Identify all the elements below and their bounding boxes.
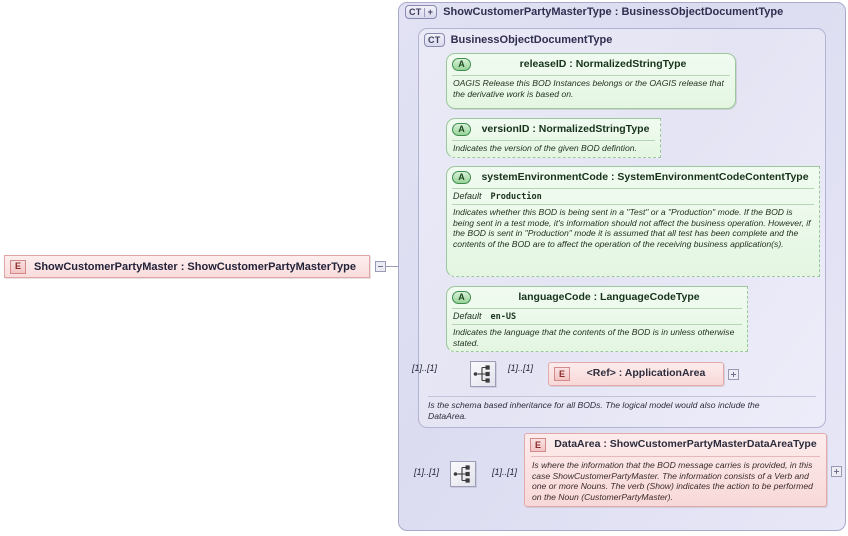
cardinality-right-applicationarea: [1]..[1] — [508, 363, 534, 373]
cardinality-right-dataarea: [1]..[1] — [492, 467, 518, 477]
sequence-glyph — [453, 465, 470, 483]
default-label: Default — [453, 311, 482, 321]
complextype-icon-label: CT — [409, 6, 422, 17]
toggle-wrap — [724, 362, 739, 386]
toggle-wrap — [827, 433, 842, 507]
attribute-documentation: Indicates whether this BOD is being sent… — [453, 207, 811, 249]
attribute-icon: A — [452, 171, 471, 184]
complextype-icon: CT — [424, 33, 445, 47]
element-box-dataarea[interactable]: E DataArea : ShowCustomerPartyMasterData… — [524, 433, 842, 508]
divider — [531, 456, 820, 457]
attribute-header: A languageCode : LanguageCodeType — [447, 287, 747, 308]
attribute-documentation: OAGIS Release this BOD Instances belongs… — [453, 78, 724, 99]
default-label: Default — [453, 191, 482, 201]
expand-toggle[interactable] — [831, 466, 842, 477]
attribute-name: systemEnvironmentCode : SystemEnvironmen… — [481, 171, 809, 183]
divider — [452, 140, 655, 141]
element-icon: E — [10, 259, 26, 274]
sequence-icon[interactable] — [470, 361, 496, 387]
element-name: <Ref> : ApplicationArea — [586, 367, 706, 379]
element-icon: E — [554, 367, 570, 381]
inner-complextype-title: CT BusinessObjectDocumentType — [424, 33, 612, 47]
attribute-icon: A — [452, 123, 471, 136]
attribute-default-row: Default Production — [447, 189, 819, 204]
attribute-name: releaseID : NormalizedStringType — [519, 58, 687, 70]
divider — [452, 324, 742, 325]
element-body: E DataArea : ShowCustomerPartyMasterData… — [524, 433, 827, 508]
attribute-icon: A — [452, 291, 471, 304]
collapse-toggle[interactable] — [375, 261, 386, 272]
attribute-default-row: Default en-US — [447, 309, 747, 324]
divider — [452, 204, 814, 205]
element-name: DataArea : ShowCustomerPartyMasterDataAr… — [554, 438, 817, 450]
attribute-header: A systemEnvironmentCode : SystemEnvironm… — [447, 167, 819, 188]
expand-toggle[interactable] — [728, 368, 739, 380]
cardinality-left-applicationarea: [1]..[1] — [412, 363, 438, 373]
element-box-applicationarea[interactable]: E <Ref> : ApplicationArea — [548, 362, 739, 386]
attribute-box-releaseid[interactable]: A releaseID : NormalizedStringType OAGIS… — [446, 53, 736, 109]
attribute-header: A releaseID : NormalizedStringType — [447, 54, 735, 75]
sequence-icon[interactable] — [450, 461, 476, 487]
attribute-name: languageCode : LanguageCodeType — [518, 291, 700, 303]
inner-complextype-documentation: Is the schema based inheritance for all … — [428, 400, 760, 421]
complextype-icon-label: CT — [428, 34, 441, 45]
element-icon: E — [530, 438, 546, 452]
attribute-header: A versionID : NormalizedStringType — [447, 119, 660, 140]
divider — [452, 188, 814, 189]
default-value: en-US — [490, 312, 517, 322]
cardinality-left-dataarea: [1]..[1] — [414, 467, 440, 477]
attribute-box-languagecode[interactable]: A languageCode : LanguageCodeType Defaul… — [446, 286, 748, 352]
default-value: Production — [490, 192, 542, 202]
attribute-box-systemenvironmentcode[interactable]: A systemEnvironmentCode : SystemEnvironm… — [446, 166, 820, 277]
element-body: E <Ref> : ApplicationArea — [548, 362, 724, 386]
attribute-name: versionID : NormalizedStringType — [481, 123, 650, 135]
attribute-documentation: Indicates the version of the given BOD d… — [453, 143, 637, 153]
root-element-label: ShowCustomerPartyMaster : ShowCustomerPa… — [34, 260, 356, 273]
outer-complextype-title: CT + ShowCustomerPartyMasterType : Busin… — [405, 5, 783, 19]
element-documentation: Is where the information that the BOD me… — [532, 460, 813, 502]
divider — [452, 308, 742, 309]
attribute-icon: A — [452, 58, 471, 71]
divider — [452, 75, 730, 76]
complextype-icon: CT + — [405, 5, 438, 19]
root-element-box[interactable]: E ShowCustomerPartyMaster : ShowCustomer… — [4, 255, 370, 278]
outer-complextype-label: ShowCustomerPartyMasterType : BusinessOb… — [443, 6, 784, 18]
attribute-documentation: Indicates the language that the contents… — [453, 327, 735, 348]
attribute-box-versionid[interactable]: A versionID : NormalizedStringType Indic… — [446, 118, 661, 158]
divider — [428, 396, 816, 397]
element-header: E <Ref> : ApplicationArea — [549, 363, 723, 385]
inner-complextype-label: BusinessObjectDocumentType — [450, 34, 613, 46]
element-header: E DataArea : ShowCustomerPartyMasterData… — [525, 434, 826, 456]
sequence-glyph — [473, 365, 490, 383]
complextype-expand-icon: + — [423, 7, 434, 17]
